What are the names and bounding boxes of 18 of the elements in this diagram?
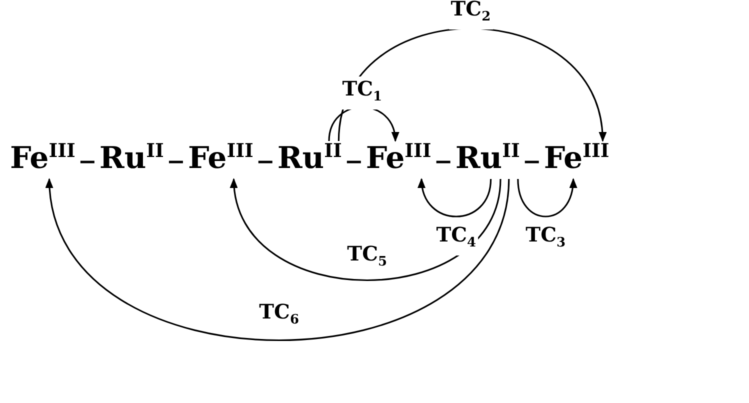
- dash-line: [436, 160, 450, 164]
- dash-line: [524, 160, 539, 164]
- metal-ion-label: Fe$^{III}$: [10, 135, 76, 183]
- arrow: [517, 178, 576, 218]
- dash-line: [80, 160, 94, 164]
- arrow: [231, 178, 502, 281]
- metal-ion-label: Ru$^{II}$: [455, 135, 520, 183]
- metal-ion-label: Fe$^{III}$: [544, 135, 610, 183]
- metal-ion-label: Fe$^{III}$: [188, 135, 254, 183]
- metal-ion-label: Ru$^{II}$: [99, 135, 164, 183]
- dash-line: [258, 160, 272, 164]
- metal-ion-label: Ru$^{II}$: [277, 135, 342, 183]
- dash-line: [346, 160, 361, 164]
- dash-line: [168, 160, 183, 164]
- arrow: [46, 178, 510, 341]
- arrow: [418, 178, 492, 218]
- edge-label: TC$_{2}$: [448, 0, 493, 29]
- metal-ion-label: Fe$^{III}$: [366, 135, 432, 183]
